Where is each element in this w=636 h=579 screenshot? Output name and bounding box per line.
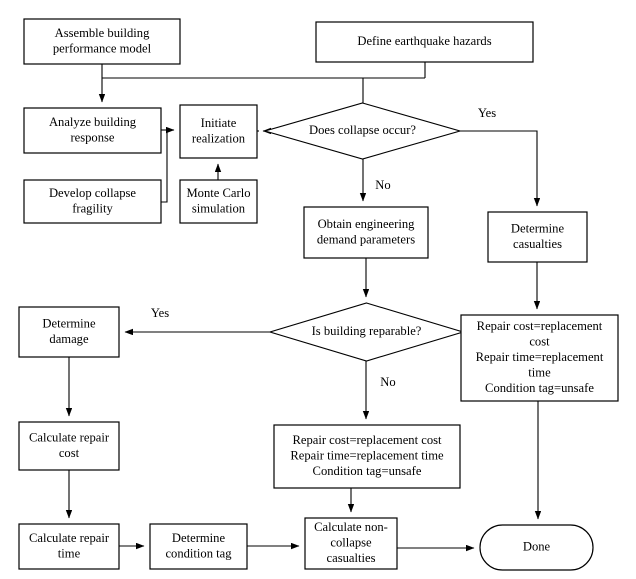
node-shape-rect bbox=[487, 211, 588, 263]
node-label: Does collapse occur? bbox=[309, 123, 416, 137]
edge-label-reparable-no: No bbox=[380, 375, 395, 389]
node-done[interactable]: Done bbox=[479, 524, 594, 571]
node-shape-rect bbox=[179, 104, 258, 159]
edges-layer bbox=[65, 62, 542, 552]
edge-label-collapse-no: No bbox=[375, 178, 390, 192]
node-shape-rect bbox=[179, 179, 258, 224]
edge-collapse-yes-to-determine-casualties bbox=[460, 130, 541, 207]
node-label: Define earthquake hazards bbox=[357, 34, 491, 48]
node-shape-rect bbox=[304, 517, 398, 570]
node-define-earthquake-hazards[interactable]: Define earthquake hazards bbox=[315, 21, 534, 63]
node-shape-rect bbox=[23, 107, 162, 154]
node-label: Is building reparable? bbox=[312, 324, 422, 338]
node-is-building-reparable[interactable]: Is building reparable? bbox=[268, 302, 465, 362]
node-shape-rect bbox=[18, 523, 120, 570]
edge-fragility-to-initiate bbox=[161, 130, 168, 203]
node-shape-rect bbox=[149, 523, 248, 570]
node-shape-rect bbox=[273, 424, 461, 489]
node-shape-rect bbox=[18, 421, 120, 471]
node-label: Done bbox=[523, 539, 551, 553]
node-shape-stadium bbox=[479, 524, 594, 571]
node-does-collapse-occur[interactable]: Does collapse occur? bbox=[263, 102, 462, 160]
edge-label-collapse-yes: Yes bbox=[478, 106, 496, 120]
node-shape-rect bbox=[23, 18, 181, 65]
node-shape-rect bbox=[23, 179, 162, 224]
node-shape-rect bbox=[315, 21, 534, 63]
node-shape-rect bbox=[460, 314, 619, 402]
edge-label-reparable-yes: Yes bbox=[151, 306, 169, 320]
node-shape-rect bbox=[18, 306, 120, 358]
node-shape-rect bbox=[303, 206, 429, 259]
node-shape-diamond bbox=[268, 302, 465, 362]
node-shape-diamond bbox=[263, 102, 462, 160]
